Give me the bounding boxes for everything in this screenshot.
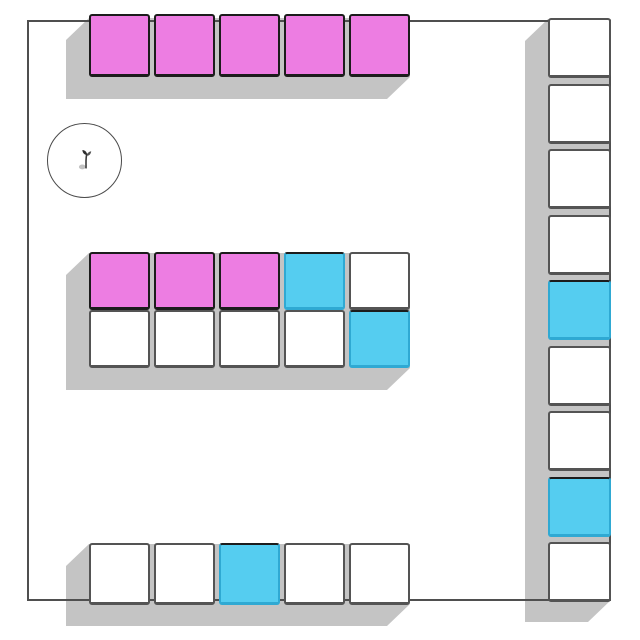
desk-seat-middle-row-upper-2[interactable] — [154, 252, 215, 310]
desk-seat-top-row-2[interactable] — [154, 14, 215, 77]
desk-seat-top-row-3[interactable] — [219, 14, 280, 77]
desk-seat-bottom-row-4[interactable] — [284, 543, 345, 605]
desk-seat-top-row-4[interactable] — [284, 14, 345, 77]
desk-seat-right-column-9[interactable] — [548, 542, 611, 602]
desk-seat-right-column-6[interactable] — [548, 346, 611, 406]
desk-seat-middle-row-lower-5[interactable] — [349, 310, 410, 368]
desk-seat-right-column-5[interactable] — [548, 280, 611, 340]
desk-seat-right-column-7[interactable] — [548, 411, 611, 471]
desk-seat-middle-row-upper-1[interactable] — [89, 252, 150, 310]
desk-seat-right-column-3[interactable] — [548, 149, 611, 209]
desk-seat-middle-row-upper-3[interactable] — [219, 252, 280, 310]
desk-seat-middle-row-upper-5[interactable] — [349, 252, 410, 310]
desk-seat-top-row-1[interactable] — [89, 14, 150, 77]
round-table — [47, 123, 122, 198]
desk-seat-right-column-1[interactable] — [548, 18, 611, 78]
desk-seat-bottom-row-1[interactable] — [89, 543, 150, 605]
desk-seat-middle-row-lower-4[interactable] — [284, 310, 345, 368]
plant-icon — [78, 149, 91, 169]
desk-seat-right-column-2[interactable] — [548, 84, 611, 144]
desk-seat-top-row-5[interactable] — [349, 14, 410, 77]
desk-seat-right-column-8[interactable] — [548, 477, 611, 537]
desk-seat-middle-row-lower-2[interactable] — [154, 310, 215, 368]
desk-seat-middle-row-lower-3[interactable] — [219, 310, 280, 368]
desk-seat-right-column-4[interactable] — [548, 215, 611, 275]
desk-seat-bottom-row-3[interactable] — [219, 543, 280, 605]
desk-seat-bottom-row-2[interactable] — [154, 543, 215, 605]
desk-seat-middle-row-lower-1[interactable] — [89, 310, 150, 368]
desk-seat-bottom-row-5[interactable] — [349, 543, 410, 605]
desk-seat-middle-row-upper-4[interactable] — [284, 252, 345, 310]
